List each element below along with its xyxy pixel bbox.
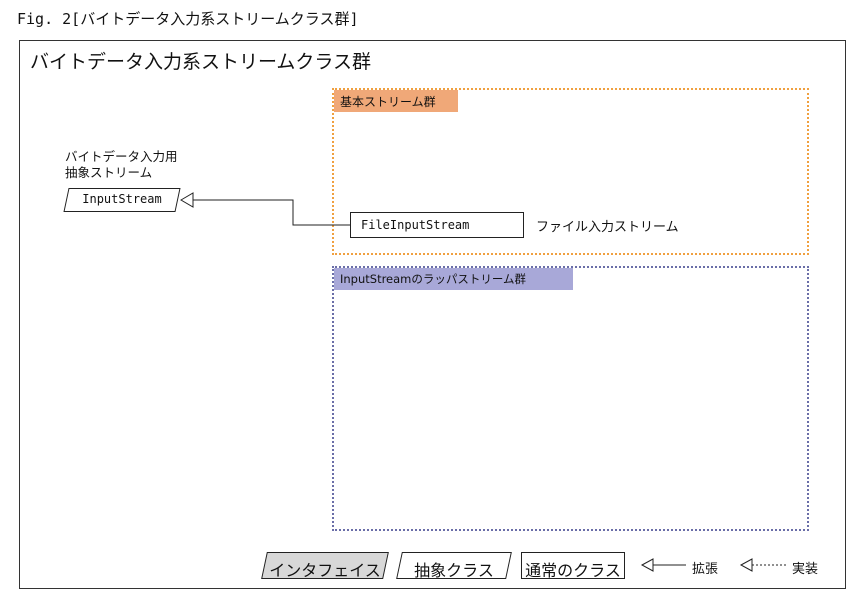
group-wrapper-label: InputStreamのラッパストリーム群 [334, 268, 573, 290]
legend-interface: インタフェイス [261, 552, 389, 580]
legend-abstract: 抽象クラス [396, 552, 512, 580]
class-fileinputstream-note: ファイル入力ストリーム [536, 220, 679, 235]
diagram-title: バイトデータ入力系ストリームクラス群 [30, 51, 372, 73]
legend-extends-label: 拡張 [692, 562, 719, 577]
legend-implements-arrowhead [739, 558, 753, 572]
figure-caption: Fig. 2[バイトデータ入力系ストリームクラス群] [17, 10, 359, 28]
class-inputstream-label: InputStream [82, 192, 162, 206]
group-wrapper-streams: InputStreamのラッパストリーム群 [332, 266, 809, 531]
legend-abstract-label: 抽象クラス [414, 561, 494, 580]
group-basic-streams: 基本ストリーム群 [332, 88, 809, 255]
legend-concrete: 通常のクラス [521, 552, 625, 580]
legend-extends-arrowhead [640, 558, 654, 572]
diagram-frame [19, 40, 846, 589]
class-fileinputstream: FileInputStream [350, 212, 524, 238]
legend-implements-label: 実装 [792, 562, 819, 577]
abstract-class-note: バイトデータ入力用 抽象ストリーム [65, 149, 178, 181]
extends-line [192, 199, 350, 226]
legend-concrete-label: 通常のクラス [525, 561, 621, 580]
abstract-note-line2: 抽象ストリーム [65, 165, 153, 180]
class-inputstream: InputStream [63, 188, 181, 212]
group-basic-label: 基本ストリーム群 [334, 90, 458, 112]
abstract-note-line1: バイトデータ入力用 [65, 149, 178, 164]
legend-concrete-shape [521, 552, 625, 579]
extends-arrowhead [180, 192, 194, 208]
legend-interface-label: インタフェイス [269, 561, 381, 580]
